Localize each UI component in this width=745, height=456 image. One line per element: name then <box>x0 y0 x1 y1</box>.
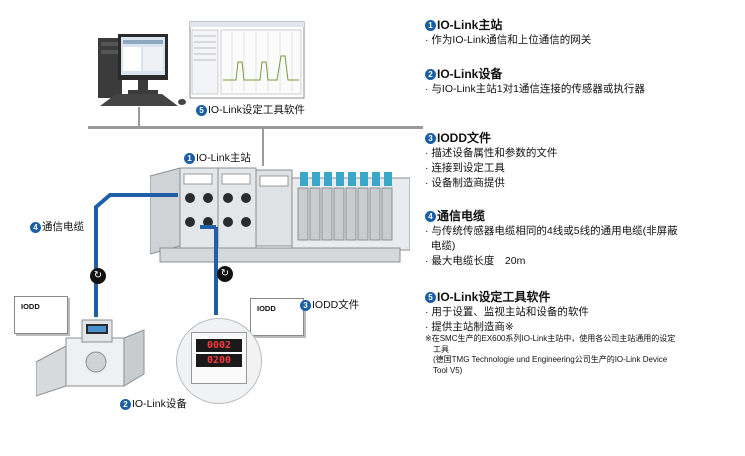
badge-2: 2 <box>425 69 436 81</box>
section-bullet: · 设备制造商提供 <box>425 177 505 189</box>
section-bullet: 电缆) <box>425 240 456 252</box>
badge-5: 5 <box>196 104 207 116</box>
flow-sensor-device <box>36 319 145 397</box>
device-text: IO-Link设备 <box>132 398 187 410</box>
section-bullet: · 与IO-Link主站1对1通信连接的传感器或执行器 <box>425 83 645 95</box>
badge-1: 1 <box>425 20 436 32</box>
footnote-line: ※在SMC生产的EX600系列IO-Link主站中，使用各公司主站通用的设定 <box>425 334 676 343</box>
section-title: IO-Link设备 <box>437 67 503 81</box>
master-text: IO-Link主站 <box>196 152 251 164</box>
iodd-document-icon: IODD <box>14 296 68 334</box>
display-bottom-readout: 0200 <box>196 354 242 367</box>
network-drop-line <box>262 128 264 166</box>
section-bullet: · 用于设置、监视主站和设备的软件 <box>425 306 589 318</box>
computer-illustration <box>98 21 305 106</box>
footnote-line: 工具 <box>425 344 449 354</box>
iodd-file-text: IODD文件 <box>312 299 360 311</box>
badge-4: 4 <box>30 221 41 233</box>
tool-software-text: IO-Link设定工具软件 <box>208 104 305 116</box>
cable-text: 通信电缆 <box>42 221 84 233</box>
badge-4: 4 <box>425 211 436 223</box>
section-bullet: · 描述设备属性和参数的文件 <box>425 147 558 159</box>
communication-cables <box>94 193 218 317</box>
iodd-document-icon: IODD <box>250 298 304 336</box>
badge-2: 2 <box>120 398 131 410</box>
section-bullet: · 提供主站制造商※ <box>425 321 514 333</box>
io-link-master-manifold <box>150 167 410 263</box>
badge-3: 3 <box>425 133 436 145</box>
badge-3: 3 <box>300 299 311 311</box>
badge-5: 5 <box>425 292 436 304</box>
iodd-card-text: IODD <box>21 302 40 311</box>
section-title: 通信电缆 <box>437 209 486 223</box>
section-bullet: · 与传统传感器电缆相同的4线或5线的通用电缆(非屏蔽 <box>425 225 678 237</box>
pressure-switch-face: 0002 0200 <box>191 332 247 384</box>
footnote-line: (德国TMG Technologie und Engineering公司生产的I… <box>425 355 668 364</box>
network-vertical-line <box>138 107 140 127</box>
section-title: IODD文件 <box>437 131 492 145</box>
section-bullet: · 最大电缆长度 20m <box>425 255 526 267</box>
communication-sync-icon: ↻ <box>217 266 233 282</box>
section-bullet: · 连接到设定工具 <box>425 162 505 174</box>
network-bus-line <box>88 126 423 129</box>
section-bullet: · 作为IO-Link通信和上位通信的网关 <box>425 34 592 46</box>
communication-sync-icon: ↻ <box>90 268 106 284</box>
footnote: ※在SMC生产的EX600系列IO-Link主站中，使用各公司主站通用的设定 工… <box>425 334 675 376</box>
display-top-readout: 0002 <box>196 339 242 352</box>
section-title: IO-Link设定工具软件 <box>437 290 551 304</box>
badge-1: 1 <box>184 152 195 164</box>
section-title: IO-Link主站 <box>437 18 503 32</box>
footnote-line: Tool V5) <box>425 365 463 375</box>
iodd-card-text: IODD <box>257 304 276 313</box>
